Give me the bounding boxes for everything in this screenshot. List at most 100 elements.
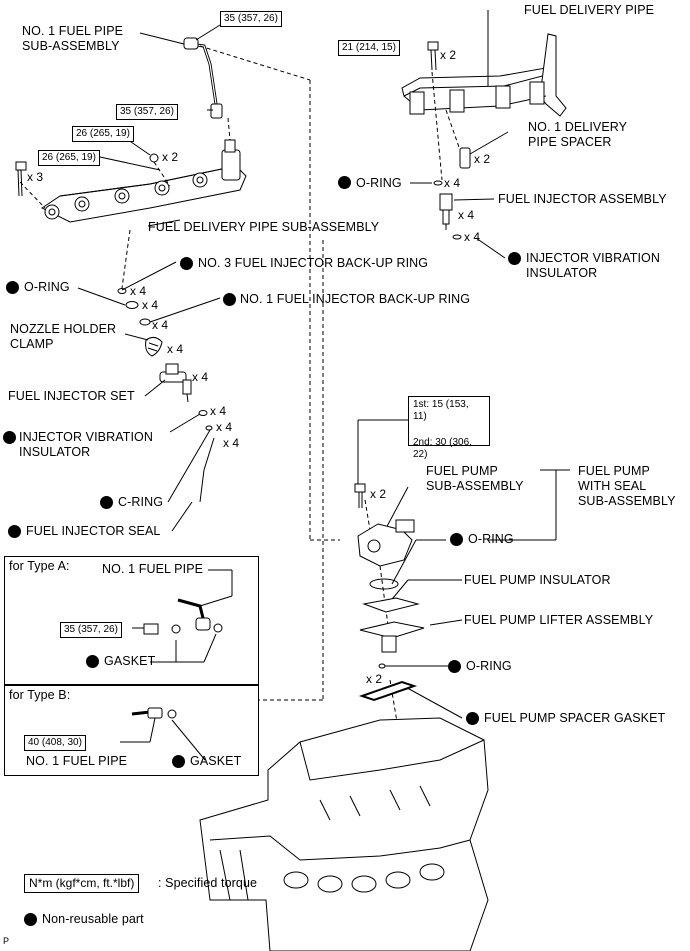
nonreusable-dot (3, 431, 16, 444)
torque-pump-box: 1st: 15 (153, 11) 2nd: 30 (306, 22) (408, 396, 490, 460)
label-fuel-delivery-pipe: FUEL DELIVERY PIPE (524, 3, 655, 17)
engine-part (199, 717, 489, 951)
nonreusable-dot (86, 655, 99, 668)
fuel-injector-seal-part (199, 437, 215, 503)
label-oring-left: O-RING (24, 280, 70, 294)
torque-pump-2nd: 2nd: 30 (306, 22) (413, 437, 472, 460)
corner-mark: P (3, 936, 10, 946)
backup-ring-3 (117, 288, 127, 294)
pump-oring-small (378, 663, 386, 669)
nonreusable-dot (338, 176, 351, 189)
label-no3-backup-ring: NO. 3 FUEL INJECTOR BACK-UP RING (198, 256, 429, 270)
nonreusable-dot (100, 496, 113, 509)
fuel-injector-assembly-part (439, 193, 453, 230)
torque-26-bolt: 26 (265, 19) (38, 150, 100, 166)
label-fuel-pump-with-seal: FUEL PUMP WITH SEAL SUB-ASSEMBLY (578, 464, 676, 509)
delivery-pipe-bolt (15, 161, 27, 197)
c-ring-part (205, 425, 213, 431)
count-clamp: x 4 (167, 342, 184, 356)
count-pump-bolt: x 2 (370, 487, 387, 501)
type-b-frame (4, 684, 259, 776)
label-fuel-pump-sub: FUEL PUMP SUB-ASSEMBLY (426, 464, 524, 494)
legend-torque-desc: : Specified torque (158, 876, 258, 890)
torque-pump-1st: 1st: 15 (153, 11) (413, 399, 469, 422)
delivery-pipe-spacer (459, 147, 471, 169)
count-backup1: x 4 (152, 318, 169, 332)
backup-ring-1 (139, 318, 151, 326)
fuel-injector-set-part (159, 363, 192, 403)
count-insulator-left: x 4 (210, 404, 227, 418)
label-oring-right: O-RING (356, 176, 402, 190)
type-a-pipe-part (132, 569, 233, 663)
label-no1-backup-ring: NO. 1 FUEL INJECTOR BACK-UP RING (240, 292, 471, 306)
torque-26-washer: 26 (265, 19) (72, 126, 134, 142)
fuel-pump-part (357, 519, 415, 567)
label-line: SUB-ASSEMBLY (22, 39, 120, 53)
label-line: SUB-ASSEMBLY (578, 494, 676, 508)
label-fuel-injector-assembly: FUEL INJECTOR ASSEMBLY (498, 192, 667, 206)
label-line: FUEL PUMP (426, 464, 498, 478)
label-injector-vibration-right: INJECTOR VIBRATION INSULATOR (526, 251, 660, 281)
pump-insulator-part (362, 597, 420, 613)
fuel-delivery-pipe-sub-part (41, 139, 247, 223)
legend-nonreusable: Non-reusable part (42, 912, 144, 926)
torque-40-type-b: 40 (408, 30) (24, 735, 86, 751)
torque-21: 21 (214, 15) (338, 40, 400, 56)
label-line: SUB-ASSEMBLY (426, 479, 524, 493)
nonreusable-dot (508, 252, 521, 265)
nonreusable-dot (180, 257, 193, 270)
label-fuel-injector-set: FUEL INJECTOR SET (8, 389, 135, 403)
nonreusable-dot (466, 712, 479, 725)
nozzle-holder-clamp-part (145, 336, 163, 357)
nonreusable-dot (450, 533, 463, 546)
nonreusable-dot (6, 281, 19, 294)
oring-left (125, 301, 139, 309)
label-type-a: for Type A: (9, 559, 70, 573)
count-seal: x 4 (223, 436, 240, 450)
type-a-frame (4, 556, 259, 686)
torque-35-type-a: 35 (357, 26) (60, 622, 122, 638)
vibration-insulator-right (452, 234, 462, 240)
label-type-b-pipe: NO. 1 FUEL PIPE (26, 754, 128, 768)
fuel-delivery-pipe-part (401, 33, 567, 117)
label-type-a-gasket: GASKET (104, 654, 156, 668)
label-type-b-gasket: GASKET (190, 754, 242, 768)
count-bolt-left: x 3 (27, 170, 44, 184)
label-line: FUEL PUMP (578, 464, 650, 478)
label-line: WITH SEAL (578, 479, 647, 493)
label-delivery-pipe-spacer: NO. 1 DELIVERY PIPE SPACER (528, 120, 627, 150)
count-washer: x 2 (162, 150, 179, 164)
spacer-gasket-part (358, 680, 418, 702)
label-nozzle-holder-clamp: NOZZLE HOLDER CLAMP (10, 322, 116, 352)
label-line: INJECTOR VIBRATION (526, 251, 660, 265)
type-b-pipe-part (120, 707, 206, 761)
count-oring-left: x 4 (142, 298, 159, 312)
oring-right (433, 180, 443, 186)
label-line: INSULATOR (19, 445, 91, 459)
legend-nonreusable-dot (24, 913, 37, 926)
count-bolt-right: x 2 (440, 48, 457, 62)
washer (149, 153, 159, 163)
legend-torque-box: N*m (kgf*cm, ft.*lbf) (24, 874, 140, 893)
count-injector-right: x 4 (458, 208, 475, 222)
torque-35-pipe: 35 (357, 26) (116, 104, 178, 120)
label-line: INSULATOR (526, 266, 598, 280)
label-type-a-pipe: NO. 1 FUEL PIPE (102, 562, 204, 576)
nonreusable-dot (223, 293, 236, 306)
pump-lifter-part (359, 621, 425, 653)
vibration-insulator-left (198, 410, 208, 416)
count-backup3: x 4 (130, 284, 147, 298)
count-c-ring: x 4 (216, 420, 233, 434)
count-spacer-gasket: x 2 (366, 672, 383, 686)
label-type-b: for Type B: (9, 688, 71, 702)
count-oring-right: x 4 (444, 176, 461, 190)
pump-oring-part (369, 578, 399, 590)
label-fuel-pump-insulator: FUEL PUMP INSULATOR (464, 573, 611, 587)
label-fuel-delivery-pipe-sub: FUEL DELIVERY PIPE SUB-ASSEMBLY (148, 220, 380, 234)
label-line: NO. 1 DELIVERY (528, 120, 628, 134)
nonreusable-dot (448, 660, 461, 673)
delivery-pipe-bolt-right (427, 41, 439, 71)
count-injector-set: x 4 (192, 370, 209, 384)
nonreusable-dot (172, 755, 185, 768)
